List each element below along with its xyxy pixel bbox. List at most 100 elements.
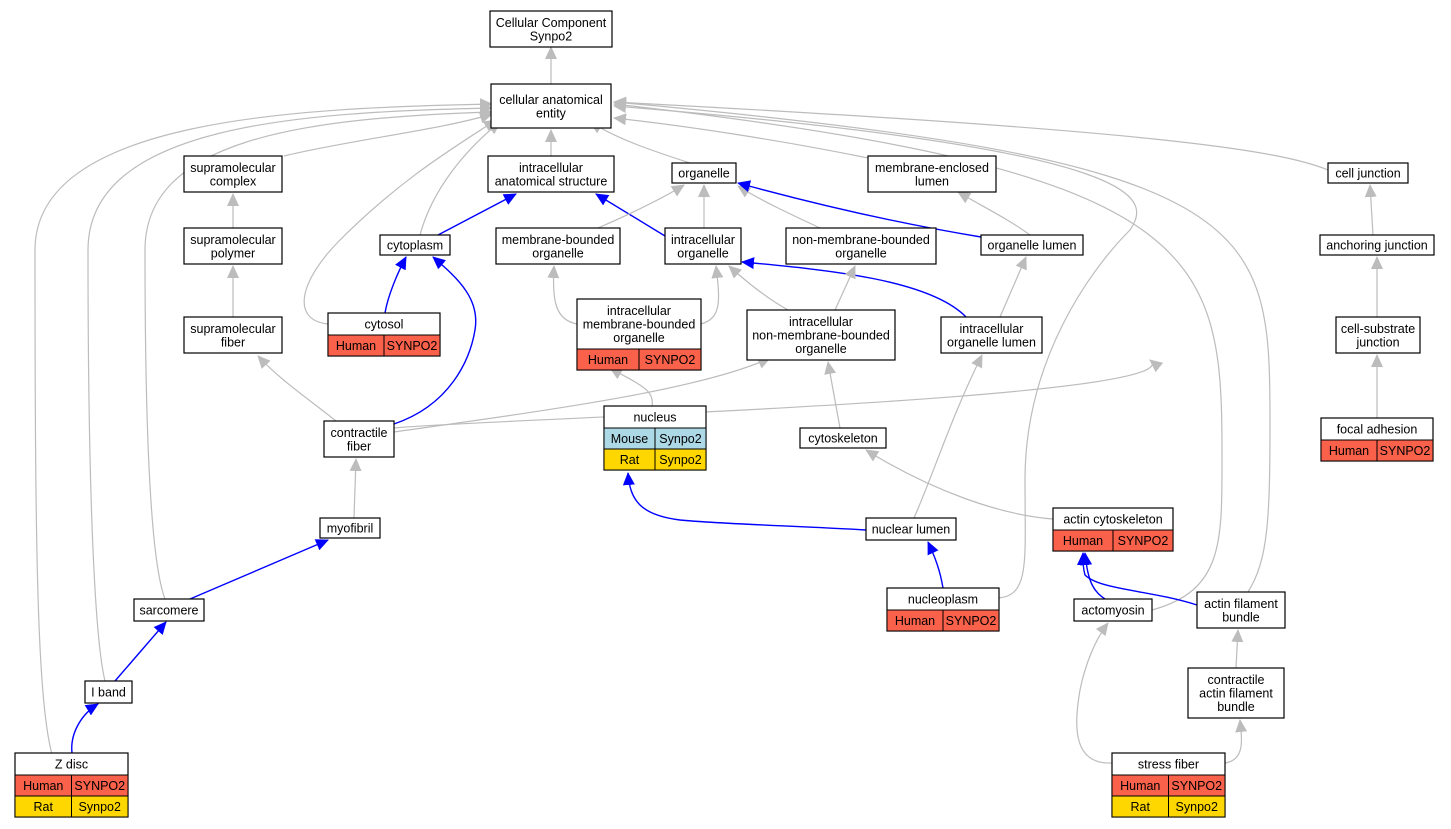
edge-celljunction-anchjunction — [1364, 184, 1377, 236]
node-cytoskeleton[interactable]: cytoskeleton — [799, 427, 887, 449]
node-iband[interactable]: I band — [84, 680, 133, 704]
node-box — [487, 155, 615, 193]
species-label: Human — [1063, 534, 1103, 548]
gene-cell — [1376, 439, 1434, 462]
node-label: bundle — [1222, 610, 1260, 624]
node-label: intracellular — [519, 161, 583, 175]
node-box — [183, 155, 283, 193]
node-label: cytoskeleton — [808, 432, 878, 446]
edge-nucleus-nuclumen — [622, 472, 867, 531]
node-label: organelle — [532, 246, 583, 260]
node-label: intracellular — [960, 322, 1024, 336]
node-inmbo[interactable]: intracellularnon-membrane-boundedorganel… — [746, 309, 896, 361]
edge-cafb-stress — [1224, 719, 1248, 764]
gene-label: SYNPO2 — [946, 614, 997, 628]
edge-inmbo-contractile — [393, 357, 771, 433]
species-label: Human — [336, 339, 376, 353]
node-nuclumen[interactable]: nuclear lumen — [865, 517, 957, 541]
node-label: anatomical structure — [495, 174, 608, 188]
node-label: organelle lumen — [947, 335, 1036, 349]
node-label: supramolecular — [190, 322, 275, 336]
gene-cell — [383, 334, 441, 357]
species-label: Mouse — [611, 432, 649, 446]
edge-sarcomere-iband — [114, 621, 167, 682]
node-label: non-membrane-bounded — [792, 233, 930, 247]
node-box — [940, 316, 1043, 354]
node-actomyosin[interactable]: actomyosin — [1073, 598, 1153, 622]
edge-mbo-imbo — [547, 265, 578, 325]
gene-label: Synpo2 — [1176, 800, 1218, 814]
node-box — [84, 680, 133, 704]
node-box — [980, 234, 1084, 256]
node-box — [489, 10, 613, 48]
node-myofibril[interactable]: myofibril — [319, 517, 381, 539]
node-label: membrane-enclosed — [875, 161, 989, 175]
node-box — [867, 155, 997, 193]
edge-afb-cafb — [1231, 629, 1244, 669]
gene-cell — [1168, 795, 1226, 818]
node-box — [183, 227, 283, 265]
edge-actincyto-actomyosin — [1080, 552, 1106, 600]
species-label: Human — [1329, 444, 1369, 458]
node-label: cellular anatomical — [499, 93, 603, 107]
node-label: Synpo2 — [530, 29, 572, 43]
node-celljunction[interactable]: cell junction — [1327, 162, 1409, 184]
edge-iol-nuclumen — [913, 354, 983, 519]
node-label: organelle lumen — [988, 239, 1077, 253]
edge-iband-zdisc — [71, 703, 99, 754]
gene-label: Synpo2 — [659, 432, 701, 446]
edge-cae-contractile — [393, 359, 1164, 429]
edge-imbo-nucleus — [609, 367, 653, 407]
gene-cell — [942, 609, 1000, 632]
node-label: Cellular Component — [496, 16, 607, 30]
node-label: actin filament — [1204, 597, 1278, 611]
edge-cae-celljunction — [613, 96, 1329, 171]
node-orglumen[interactable]: organelle lumen — [980, 234, 1084, 256]
edge-actomyosin-stress — [1076, 622, 1113, 764]
node-organelle[interactable]: organelle — [671, 162, 737, 184]
node-label: supramolecular — [190, 233, 275, 247]
node-box — [746, 309, 896, 361]
node-label: organelle — [678, 167, 729, 181]
node-label: organelle — [677, 246, 728, 260]
edge-organelle-nmbo — [737, 185, 821, 229]
gene-cell — [638, 348, 702, 371]
node-label: cell junction — [1335, 167, 1400, 181]
node-anchjunction[interactable]: anchoring junction — [1319, 234, 1435, 256]
node-label: I band — [91, 686, 126, 700]
node-box — [664, 227, 742, 265]
species-label: Human — [895, 614, 935, 628]
node-label: complex — [210, 174, 257, 188]
edge-mel-orglumen — [957, 191, 1031, 236]
node-label: cytosol — [365, 318, 404, 332]
node-label: Z disc — [55, 758, 88, 772]
node-label: anchoring junction — [1326, 239, 1428, 253]
node-cytoplasm[interactable]: cytoplasm — [379, 234, 451, 256]
node-imbo[interactable]: intracellularmembrane-boundedorganelleHu… — [576, 298, 702, 371]
node-label: fiber — [347, 439, 371, 453]
node-sarcomere[interactable]: sarcomere — [133, 598, 205, 622]
